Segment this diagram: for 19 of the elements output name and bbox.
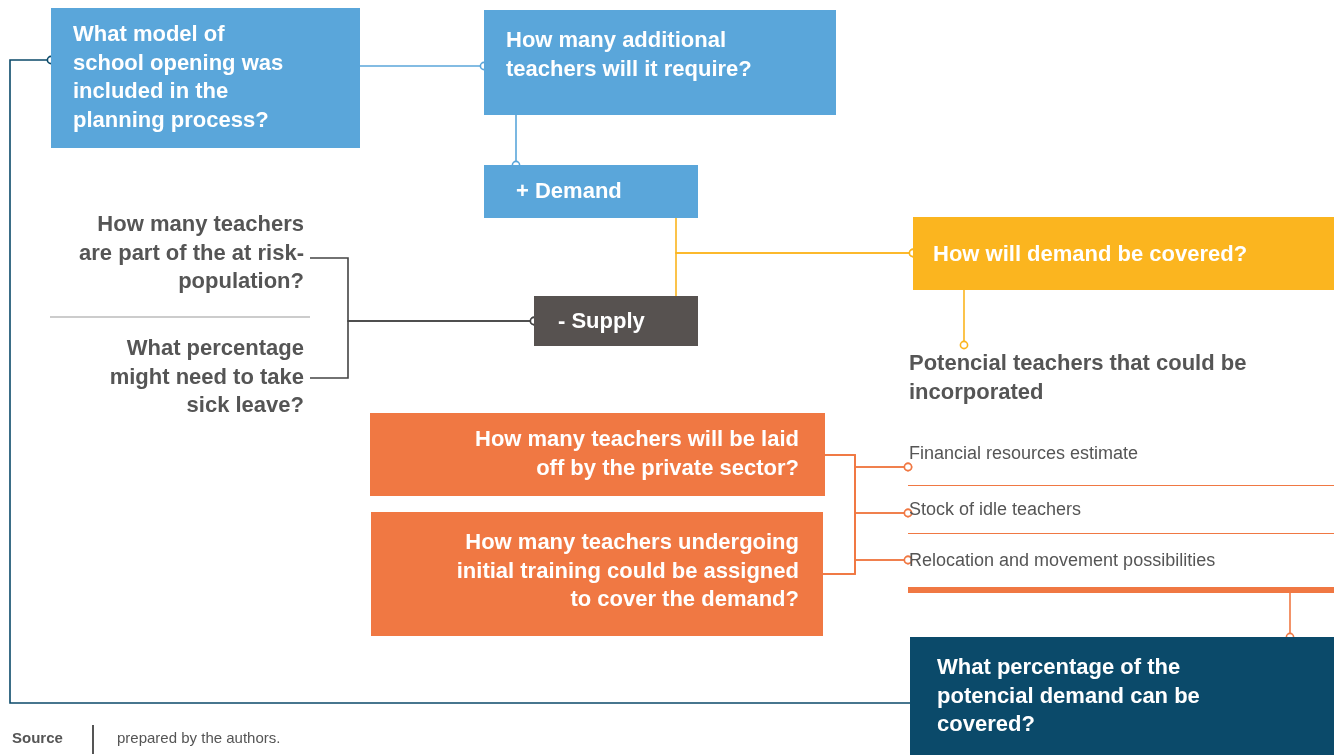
result-box: What percentage of the potencial demand can be covered? [910, 637, 1334, 755]
question-text: How many teachers are part of the at risk-population? [40, 210, 310, 302]
question-box: What model of school opening was included in the planning process? [51, 8, 360, 148]
list-item: Stock of idle teachers [908, 494, 1334, 534]
supply-box: - Supply [534, 296, 698, 346]
source-note: prepared by the authors. [117, 729, 281, 746]
question-box: How many teachers undergoing initial training could be assigned to cover the demand? [371, 512, 823, 636]
demand-box: + Demand [484, 165, 698, 218]
connector-line [959, 289, 969, 350]
question-box: How many additional teachers will it require? [484, 10, 836, 115]
question-box: How will demand be covered? [913, 217, 1334, 290]
question-text: What percentage might need to take sick leave? [40, 334, 310, 426]
list-item: Financial resources estimate [908, 437, 1334, 486]
connector-line [822, 555, 913, 575]
source-label: Source [12, 729, 63, 746]
question-box: How many teachers will be laid off by the private sector? [370, 413, 825, 496]
list-item: Relocation and movement possibilities [908, 545, 1334, 581]
panel-heading: Potencial teachers that could be incorporated [909, 349, 1248, 406]
connector-line [9, 55, 911, 704]
